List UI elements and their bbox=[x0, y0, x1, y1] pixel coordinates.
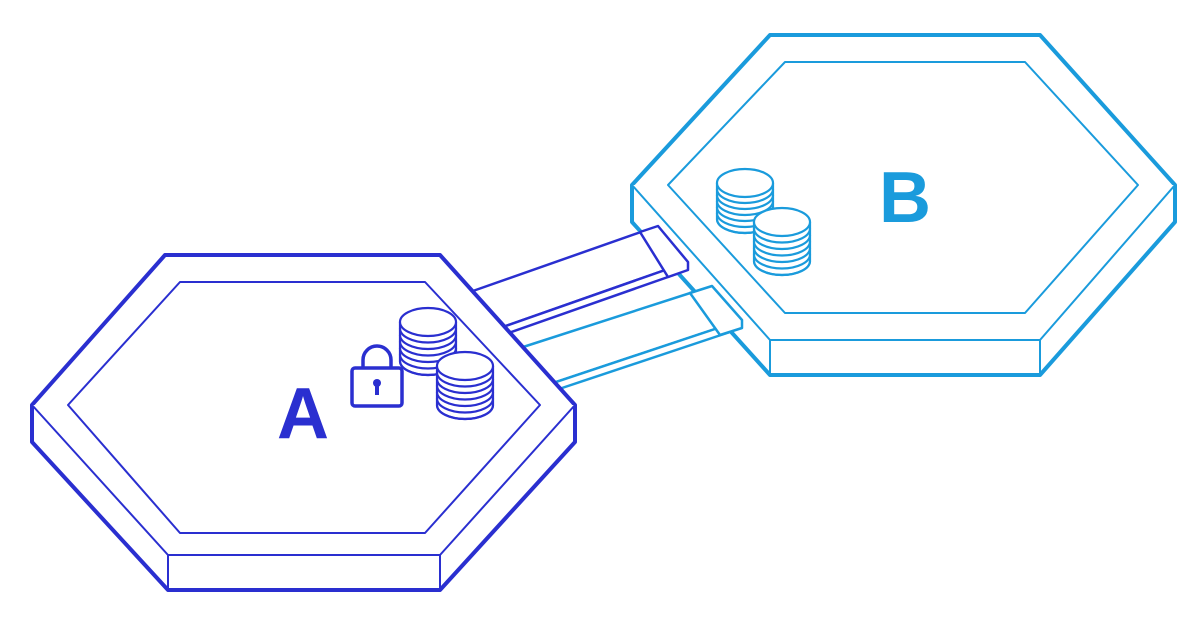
coin-stacks-b bbox=[715, 167, 812, 277]
platform-b-label: B bbox=[879, 158, 931, 238]
coin-stack-icon bbox=[752, 206, 812, 277]
coin-stack-icon bbox=[435, 350, 495, 421]
platform-a-label: A bbox=[277, 374, 329, 454]
lock-icon bbox=[350, 344, 404, 408]
coin-stacks-a bbox=[398, 306, 495, 421]
